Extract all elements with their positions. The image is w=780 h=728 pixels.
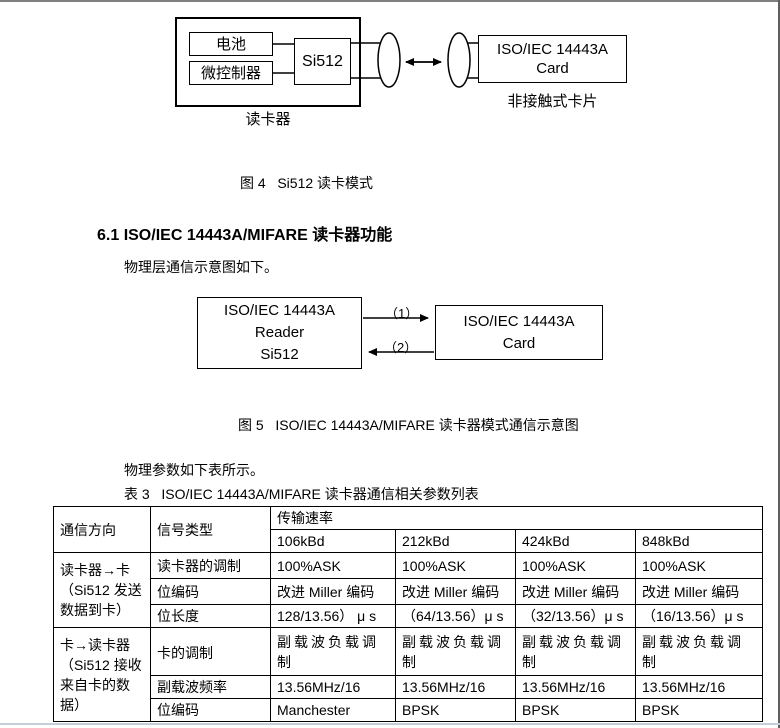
row-label: 位长度 [150,604,271,628]
cell-value: （32/13.56）μ s [515,604,636,628]
table-header-row-2: 106kBd 212kBd 424kBd 848kBd [54,529,763,553]
cell-value: 副载波负载调制 [515,627,636,676]
fig4-battery-box: 电池 [189,32,273,56]
cell-value: BPSK [395,698,516,722]
window-right-edge [778,0,780,728]
cell-value: 改进 Miller 编码 [270,578,396,605]
table-row: 位编码 Manchester BPSK BPSK BPSK [54,698,763,722]
fig5-reader-line2: Reader [254,324,305,341]
row-label: 副载波频率 [150,675,271,699]
header-direction: 通信方向 [53,506,151,553]
header-signal-type: 信号类型 [150,506,271,553]
fig5-card-line2: Card [502,334,536,352]
table-row: 位长度 128/13.56） μ s （64/13.56）μ s （32/13.… [54,604,763,628]
direction-card-to-reader: 卡→读卡器（Si512 接收来自卡的数据） [53,627,151,722]
header-transfer-rate: 传输速率 [270,506,763,530]
row-label: 位编码 [150,578,271,605]
table-header-row-1: 通信方向 信号类型 传输速率 [53,506,763,553]
cell-value: 100%ASK [395,552,516,579]
row-label: 卡的调制 [150,627,271,676]
figure5-caption: 图 5 ISO/IEC 14443A/MIFARE 读卡器模式通信示意图 [238,417,579,433]
cell-value: （64/13.56）μ s [395,604,516,628]
params-table: 通信方向 信号类型 传输速率 106kBd 212kBd 424kBd 848k… [53,506,763,722]
table3-caption: 表 3 ISO/IEC 14443A/MIFARE 读卡器通信相关参数列表 [124,486,479,502]
reader-antenna-icon [377,32,401,88]
cell-value: BPSK [515,698,636,722]
page-bottom-rule [0,723,780,725]
fig5-reader-box: ISO/IEC 14443A Reader Si512 [197,297,362,369]
battery-label: 电池 [215,35,246,53]
card-box-line2: Card [536,60,569,77]
arrow2-label: （2） [384,340,418,355]
cell-value: 副载波负载调制 [270,627,396,676]
arrow1-label: （1） [385,306,419,321]
card-antenna-icon [447,32,471,88]
row-label: 读卡器的调制 [150,552,271,579]
fig5-reader-line1: ISO/IEC 14443A [224,302,335,319]
row-label: 位编码 [150,698,271,722]
cell-value: 13.56MHz/16 [515,675,636,699]
section-heading: 6.1 ISO/IEC 14443A/MIFARE 读卡器功能 [97,227,393,244]
reader-caption-label: 读卡器 [245,111,291,128]
table-row: 卡→读卡器（Si512 接收来自卡的数据） 卡的调制 副载波负载调制 副载波负载… [53,627,763,722]
fig4-reader-outline-box [175,17,361,107]
fig5-card-box: ISO/IEC 14443A Card [435,305,603,360]
table-row: 副载波频率 13.56MHz/16 13.56MHz/16 13.56MHz/1… [54,675,763,699]
table-row: 位编码 改进 Miller 编码 改进 Miller 编码 改进 Miller … [54,578,763,605]
cell-value: 改进 Miller 编码 [515,578,636,605]
header-rate-848: 848kBd [635,529,763,553]
cell-value: 13.56MHz/16 [270,675,396,699]
window-top-edge [0,0,780,2]
cell-value: （16/13.56）μ s [635,604,763,628]
cell-value: 100%ASK [270,552,396,579]
cell-value: 100%ASK [635,552,763,579]
si512-label: Si512 [302,53,343,70]
contactless-card-label: 非接触式卡片 [507,93,598,110]
fig5-reader-line3: Si512 [260,346,299,363]
cell-value: 副载波负载调制 [395,627,516,676]
cell-value: 副载波负载调制 [635,627,763,676]
cell-value: 改进 Miller 编码 [635,578,763,605]
mcu-label: 微控制器 [200,64,261,82]
fig5-card-line1: ISO/IEC 14443A [463,312,575,330]
fig4-card-box: ISO/IEC 14443A Card [478,35,627,83]
header-rate-212: 212kBd [395,529,516,553]
cell-value: BPSK [635,698,763,722]
cell-value: 100%ASK [515,552,636,579]
cell-value: 13.56MHz/16 [635,675,763,699]
intro-paragraph-2: 物理参数如下表所示。 [124,462,264,478]
header-rate-106: 106kBd [270,529,396,553]
intro-paragraph-1: 物理层通信示意图如下。 [124,259,278,275]
cell-value: 128/13.56） μ s [270,604,396,628]
card-box-line1: ISO/IEC 14443A [497,41,608,58]
figure4-caption: 图 4 Si512 读卡模式 [240,175,374,191]
fig4-mcu-box: 微控制器 [189,61,273,85]
table-row: 读卡器→卡（Si512 发送数据到卡） 读卡器的调制 100%ASK 100%A… [53,552,763,628]
cell-value: 改进 Miller 编码 [395,578,516,605]
header-rate-424: 424kBd [515,529,636,553]
fig4-si512-box: Si512 [294,38,351,85]
cell-value: 13.56MHz/16 [395,675,516,699]
direction-reader-to-card: 读卡器→卡（Si512 发送数据到卡） [53,552,151,628]
cell-value: Manchester [270,698,396,722]
